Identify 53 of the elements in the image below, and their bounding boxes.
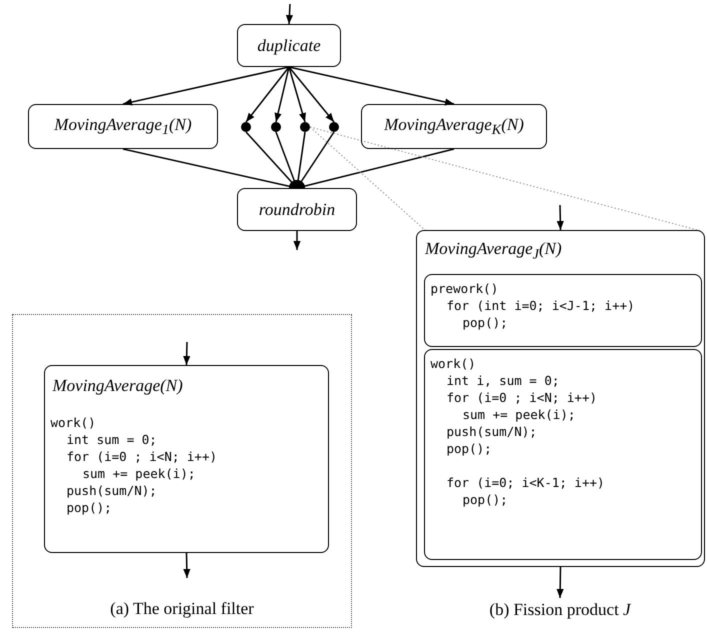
arrow	[286, 4, 294, 24]
arrow	[288, 66, 335, 122]
code-line: int i, sum = 0;	[446, 372, 560, 388]
leader-line	[310, 126, 426, 232]
caption: (b) Fission product J	[470, 598, 650, 622]
code-line: work()	[50, 414, 96, 430]
code-line: push(sum/N);	[446, 422, 537, 440]
arrow	[274, 66, 290, 122]
arrow	[183, 342, 190, 366]
filter-box	[28, 104, 218, 149]
filter-box	[237, 24, 341, 67]
filter-name: MovingAverage$_{1}$(N)	[53, 114, 193, 139]
arrow	[245, 66, 290, 122]
arrow	[288, 66, 454, 106]
dot	[300, 122, 310, 132]
arrow	[122, 66, 290, 106]
code-box	[424, 274, 702, 346]
code-line: for (i=0 ; i<N; i++)	[66, 448, 218, 464]
filter-name: duplicate	[256, 36, 322, 56]
code-line: for (int i=0; i<J-1; i++)	[446, 296, 635, 314]
code-line: sum += peek(i);	[462, 406, 576, 422]
filter-name: MovingAverage$_{J}$(N)	[425, 239, 562, 264]
code-line: pop();	[446, 440, 492, 456]
merge-line	[289, 148, 454, 189]
arrow	[556, 566, 564, 598]
filter-name: MovingAverage$_{K}$(N)	[383, 114, 525, 139]
code-line: work()	[430, 354, 476, 372]
code-line: pop();	[462, 490, 508, 508]
dot	[271, 122, 281, 132]
code-line: prework()	[430, 280, 498, 296]
panel	[12, 314, 352, 628]
arrow	[293, 231, 301, 250]
code-line: int sum = 0;	[66, 430, 157, 448]
filter-name: roundrobin	[258, 200, 336, 220]
filter-name: MovingAverage(N)	[52, 376, 183, 396]
arrow	[288, 66, 306, 122]
filter-box	[416, 230, 705, 567]
code-line: for (i=0; i<K-1; i++)	[446, 474, 605, 490]
code-line: pop();	[66, 498, 112, 516]
code-box	[424, 348, 702, 560]
arrow	[183, 552, 190, 578]
panel-title: (a) The original filter	[109, 599, 255, 619]
code-line: for (i=0 ; i<N; i++)	[446, 388, 598, 406]
filter-box	[361, 104, 547, 149]
code-line: sum += peek(i);	[82, 464, 196, 482]
dot	[329, 122, 339, 132]
code-line: pop();	[462, 314, 508, 330]
filter-box	[237, 188, 357, 231]
leader-line	[310, 126, 702, 232]
filter-box	[44, 364, 328, 552]
code-line: push(sum/N);	[66, 482, 157, 498]
dot	[241, 122, 251, 132]
arrow	[556, 204, 564, 230]
